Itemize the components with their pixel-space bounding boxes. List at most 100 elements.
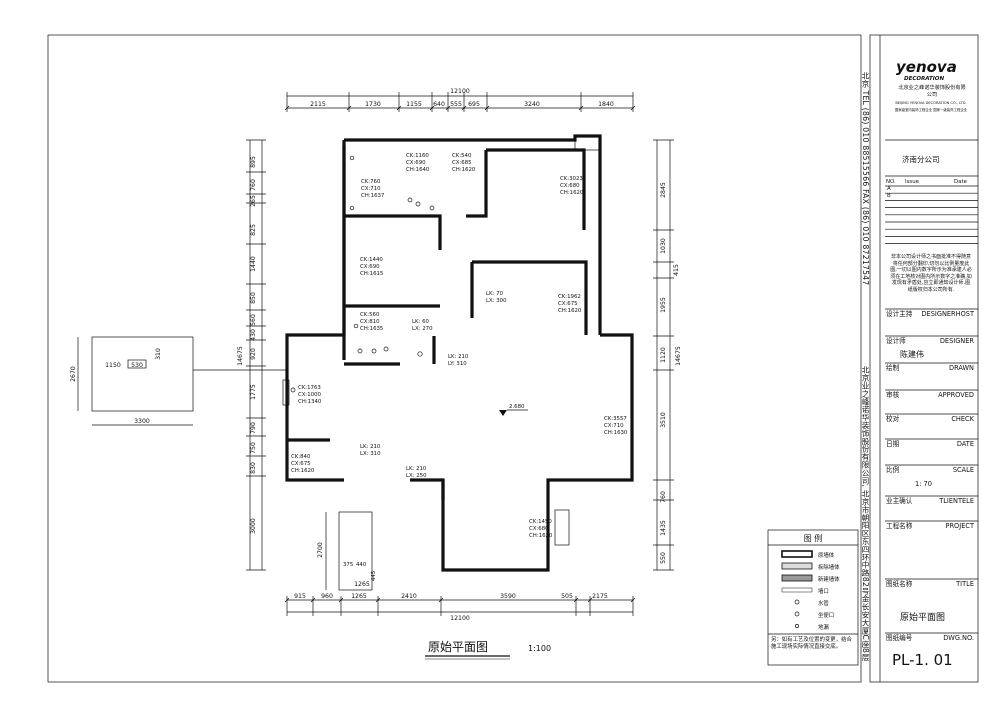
left-dim-2: 760 [250, 179, 257, 191]
floor-plan-walls [282, 134, 634, 572]
top-dim-4: 640 [433, 101, 445, 108]
right-dim-9: 550 [660, 552, 667, 564]
left-dimensions: 14675 895 760 265 825 1440 850 560 430 9… [237, 139, 266, 571]
outbuilding-height: 2670 [70, 366, 77, 382]
bottom-unit-dim-c: 440 [356, 562, 367, 568]
contact-info-vertical: 北京 TEL (86) 010 88515566 FAX (86) 010 87… [861, 72, 870, 286]
field-label-cn: 比例 [886, 465, 900, 474]
right-dimensions: 14675 2845 1030 415 1955 1120 3510 760 1… [653, 139, 682, 571]
bottom-tick-slash [284, 597, 290, 603]
right-dim-7: 760 [660, 491, 667, 503]
bottom-dim-1: 915 [294, 593, 306, 600]
disclaimer-text: 非本公司设计师之书面批准不得随意将任何部分翻印,切勿以比例量度此图,一切以图内数… [890, 254, 972, 293]
right-dim-3: 415 [673, 264, 680, 276]
top-tick-slash [396, 105, 402, 111]
field-label-en: DESIGNER [940, 337, 975, 345]
legend-swatch-opening [781, 587, 813, 593]
field-label-en: DWG.NO. [943, 634, 974, 642]
left-dim-1: 895 [250, 156, 257, 168]
door-note-5: LK: 210 LX: 250 [406, 466, 427, 479]
svg-text:CH:1340: CH:1340 [298, 399, 322, 405]
field-label-cn: 审核 [886, 390, 900, 399]
room-note-11: CK:1450 CX:680 CH:1620 [529, 519, 553, 539]
water-pipe-icon [794, 599, 800, 605]
legend-item-3: 新建墙体 [818, 575, 840, 583]
svg-text:CK:1763: CK:1763 [298, 385, 321, 391]
svg-text:LX: 300: LX: 300 [486, 298, 507, 304]
svg-text:CH:1620: CH:1620 [452, 167, 476, 173]
door-note-4: LK: 210 LX: 310 [360, 444, 381, 457]
left-dim-8: 430 [250, 329, 257, 341]
top-tick-slash [461, 105, 467, 111]
field-value: 1: 70 [915, 480, 932, 488]
top-total-dim: 12100 [450, 88, 470, 95]
door-note-2: LK: 60 LX: 270 [412, 319, 433, 332]
bottom-dimensions: 915 960 1265 2410 3590 505 2175 12100 [284, 593, 636, 622]
legend-item-6: 坐便口 [818, 611, 834, 619]
svg-text:CX:710: CX:710 [604, 423, 624, 429]
field-value: PL-1. 01 [892, 651, 953, 669]
outbuilding-dim-b: 530 [131, 362, 143, 369]
room-annotations: CK:1160 CX:690 CH:1640 CK:540 CX:685 CH:… [291, 153, 628, 539]
svg-text:CK:3023: CK:3023 [560, 176, 583, 182]
rev-col-date: Date [954, 179, 968, 185]
field-label-en: CHECK [951, 415, 974, 423]
field-label-en: TITLE [955, 580, 974, 588]
top-tick-slash [284, 105, 290, 111]
field-label-en: APPROVED [938, 391, 974, 399]
right-dim-5: 1120 [660, 347, 667, 363]
right-dim-8: 1435 [660, 520, 667, 536]
legend-swatch-original-wall [781, 550, 813, 558]
left-dim-7: 560 [250, 314, 257, 326]
company-tagline: 国家级室内装饰工程企业 国家一级装饰工程企业 [894, 108, 968, 112]
field-label-en: TLIENTELE [938, 497, 974, 505]
left-total-dim: 14675 [237, 346, 244, 366]
svg-text:LK: 210: LK: 210 [406, 466, 427, 472]
left-dim-3: 265 [250, 195, 257, 207]
top-dim-3: 1155 [406, 101, 422, 108]
title-block-border [869, 34, 979, 683]
svg-text:CK:760: CK:760 [361, 179, 381, 185]
left-dim-13: 830 [250, 462, 257, 474]
bottom-unit-dim-a: 1265 [354, 581, 370, 588]
svg-text:CH:1620: CH:1620 [560, 190, 584, 196]
svg-text:CH:1620: CH:1620 [558, 308, 582, 314]
legend-item-7: 地漏 [818, 623, 829, 631]
bottom-tick-slash [438, 597, 444, 603]
field-value: 陈建伟 [900, 349, 924, 359]
bottom-unit-dim-b: 375 [343, 562, 353, 568]
room-note-10: CK:840 CX:675 CH:1620 [291, 454, 315, 474]
svg-text:LK: 60: LK: 60 [412, 319, 429, 325]
left-dim-9: 920 [250, 348, 257, 360]
top-dim-1: 2115 [310, 101, 326, 108]
field-label-cn: 日期 [886, 440, 900, 448]
room-note-5: CK:1440 CX:690 CH:1615 [360, 257, 383, 277]
top-tick-slash [578, 105, 584, 111]
svg-text:LX: 250: LX: 250 [406, 473, 427, 479]
toilet-outlet-icon [794, 611, 800, 617]
level-marker-icon [499, 410, 507, 416]
outbuilding-dim-a: 1150 [105, 362, 121, 369]
company-logo: yenova [896, 58, 957, 76]
svg-text:CX:1000: CX:1000 [298, 392, 322, 398]
field-label-cn: 设计主持 [886, 309, 913, 318]
svg-text:LY: 310: LY: 310 [448, 361, 467, 367]
bottom-tick-slash [375, 597, 381, 603]
svg-text:CK:3557: CK:3557 [604, 416, 627, 422]
rev-b: B [887, 193, 891, 199]
rev-col-issue: Issue [905, 179, 920, 185]
top-tick-slash [484, 105, 490, 111]
svg-text:CX:675: CX:675 [291, 461, 311, 467]
field-label-cn: 业主确认 [886, 496, 913, 505]
svg-text:LX: 270: LX: 270 [412, 326, 433, 332]
svg-text:CX:680: CX:680 [529, 526, 549, 532]
svg-text:CH:1640: CH:1640 [406, 167, 430, 173]
room-note-4: CK:3023 CX:680 CH:1620 [560, 176, 584, 196]
svg-text:LK: 210: LK: 210 [448, 354, 469, 360]
outbuilding-width: 3300 [134, 418, 150, 425]
outbuilding: 3300 2670 1150 530 310 [70, 336, 287, 426]
bottom-unit-height: 2700 [317, 542, 324, 558]
left-dim-12: 750 [250, 442, 257, 454]
svg-text:CK:1440: CK:1440 [360, 257, 383, 263]
